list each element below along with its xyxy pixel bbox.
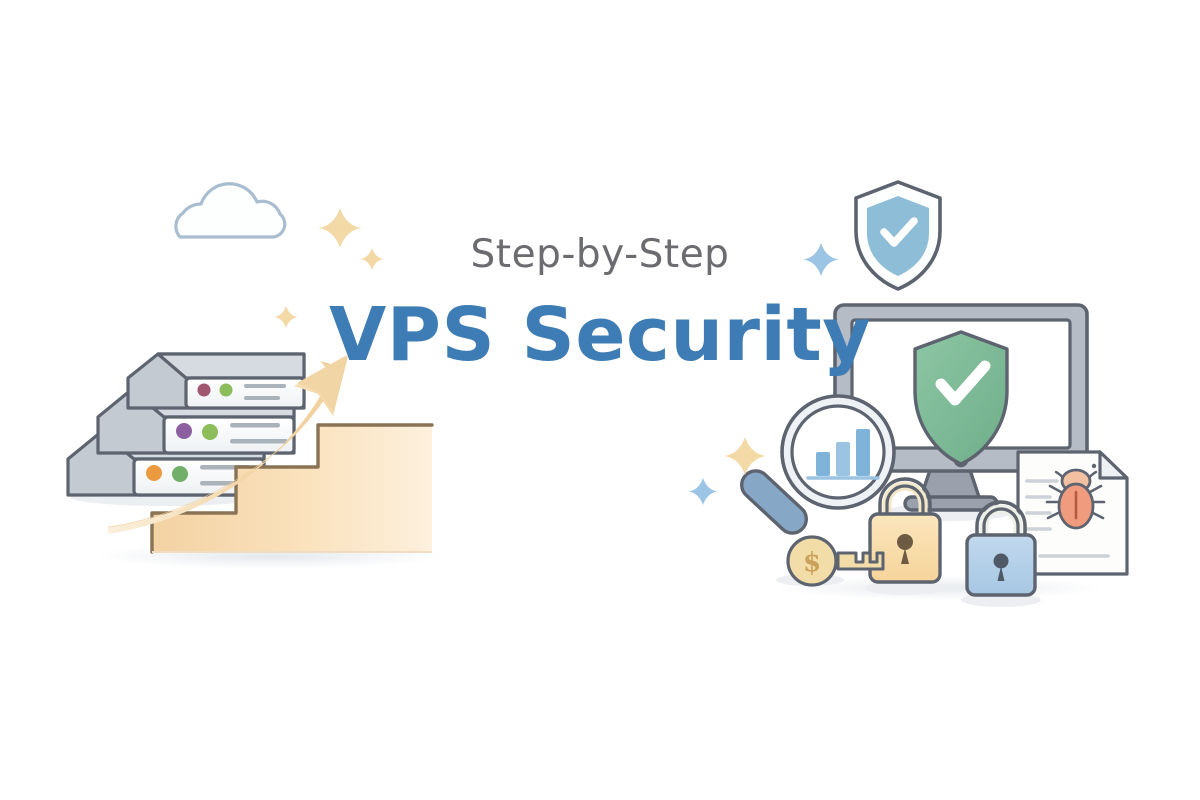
server-led-orange: [146, 465, 162, 481]
padlock-gold-icon: [865, 477, 945, 595]
growth-arrow-icon: [107, 355, 348, 534]
server-led-green: [219, 383, 233, 397]
sparkle-gold-3: [274, 306, 298, 328]
sparkle-blue-2: [688, 478, 718, 505]
document-with-bug-icon: [1016, 450, 1129, 576]
svg-text:$: $: [803, 548, 821, 578]
magnifier-chart-bars: [806, 429, 880, 480]
sparkle-gold-4: [724, 437, 766, 475]
sparkle-gold-1: [318, 208, 362, 248]
green-shield-check-icon: [913, 330, 1009, 466]
sparkle-blue-1: [803, 243, 839, 276]
bar-1: [816, 452, 830, 476]
server-box-top: [126, 352, 306, 410]
server-led-purple: [176, 423, 192, 439]
magnifier-handle: [740, 469, 808, 535]
shield-check-badge-icon: [854, 180, 942, 291]
padlock-blue-icon: [961, 500, 1041, 607]
key-dollar-icon: $: [776, 535, 885, 587]
server-led-maroon: [197, 383, 211, 397]
monitor-icon: [833, 303, 1089, 521]
server-led-green: [202, 424, 218, 440]
bar-2: [836, 442, 850, 476]
bug-icon: [1045, 463, 1106, 530]
stairs-steps: [150, 423, 434, 554]
magnifier-bar-chart-icon: [740, 394, 896, 535]
bar-3: [856, 429, 870, 476]
sparkle-gold-2: [360, 248, 384, 270]
server-led-green: [172, 466, 188, 482]
cloud-icon: [174, 182, 287, 239]
